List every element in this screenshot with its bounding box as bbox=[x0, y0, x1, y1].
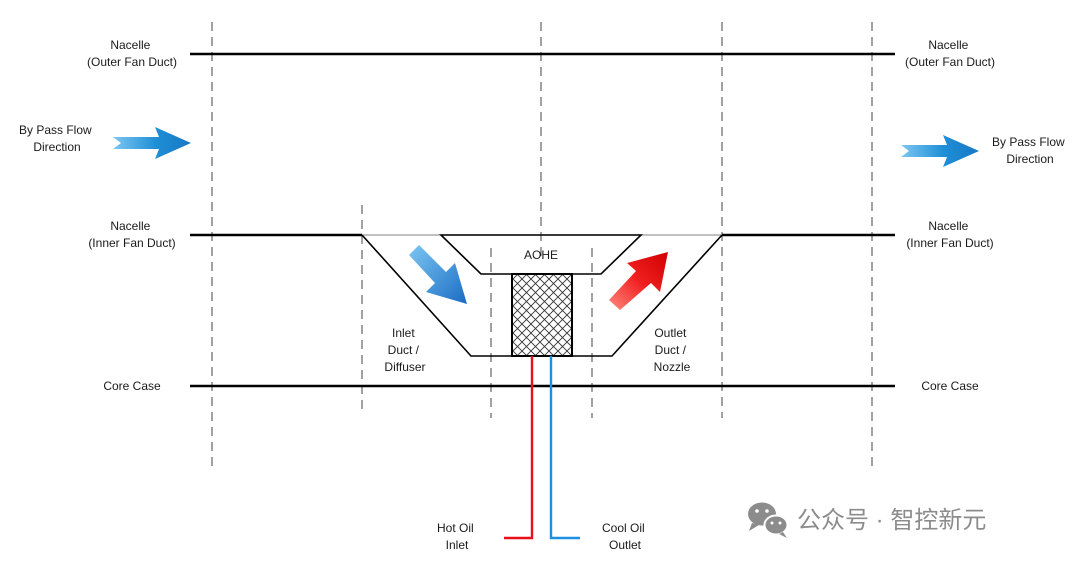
aohe-label: AOHE bbox=[524, 248, 558, 262]
aohe-core bbox=[511, 273, 573, 357]
aohe-fairing bbox=[439, 234, 643, 275]
guide-lines bbox=[211, 22, 873, 472]
hot-oil-label: Hot Oil Inlet bbox=[437, 521, 477, 552]
inlet-duct-wall bbox=[361, 234, 512, 357]
nacelle-inner-left-label: Nacelle (Inner Fan Duct) bbox=[88, 219, 175, 250]
bypass-right-label: By Pass Flow Direction bbox=[992, 135, 1068, 166]
cool-oil-line bbox=[549, 356, 580, 540]
wechat-icon bbox=[748, 502, 789, 538]
bypass-arrow-left bbox=[113, 127, 191, 159]
nacelle-outer-right-label: Nacelle (Outer Fan Duct) bbox=[905, 38, 995, 69]
outlet-duct-wall bbox=[572, 234, 723, 357]
bypass-left-label: By Pass Flow Direction bbox=[19, 123, 95, 154]
cool-oil-label: Cool Oil Outlet bbox=[602, 521, 648, 552]
outlet-flow-arrow bbox=[609, 252, 668, 310]
inlet-duct-label: Inlet Duct / Diffuser bbox=[384, 326, 425, 374]
bypass-arrow-right bbox=[901, 135, 979, 167]
outlet-duct-label: Outlet Duct / Nozzle bbox=[654, 326, 691, 374]
core-case-left-label: Core Case bbox=[103, 379, 161, 393]
duct-walls bbox=[361, 234, 723, 357]
watermark-text: 公众号 · 智控新元 bbox=[797, 507, 986, 534]
core-case-right-label: Core Case bbox=[921, 379, 979, 393]
hot-oil-line bbox=[504, 356, 534, 540]
nacelle-outer-left-label: Nacelle (Outer Fan Duct) bbox=[87, 38, 177, 69]
watermark: 公众号 · 智控新元 bbox=[748, 502, 986, 538]
nacelle-inner-right-label: Nacelle (Inner Fan Duct) bbox=[906, 219, 993, 250]
inlet-flow-arrow bbox=[409, 245, 467, 304]
